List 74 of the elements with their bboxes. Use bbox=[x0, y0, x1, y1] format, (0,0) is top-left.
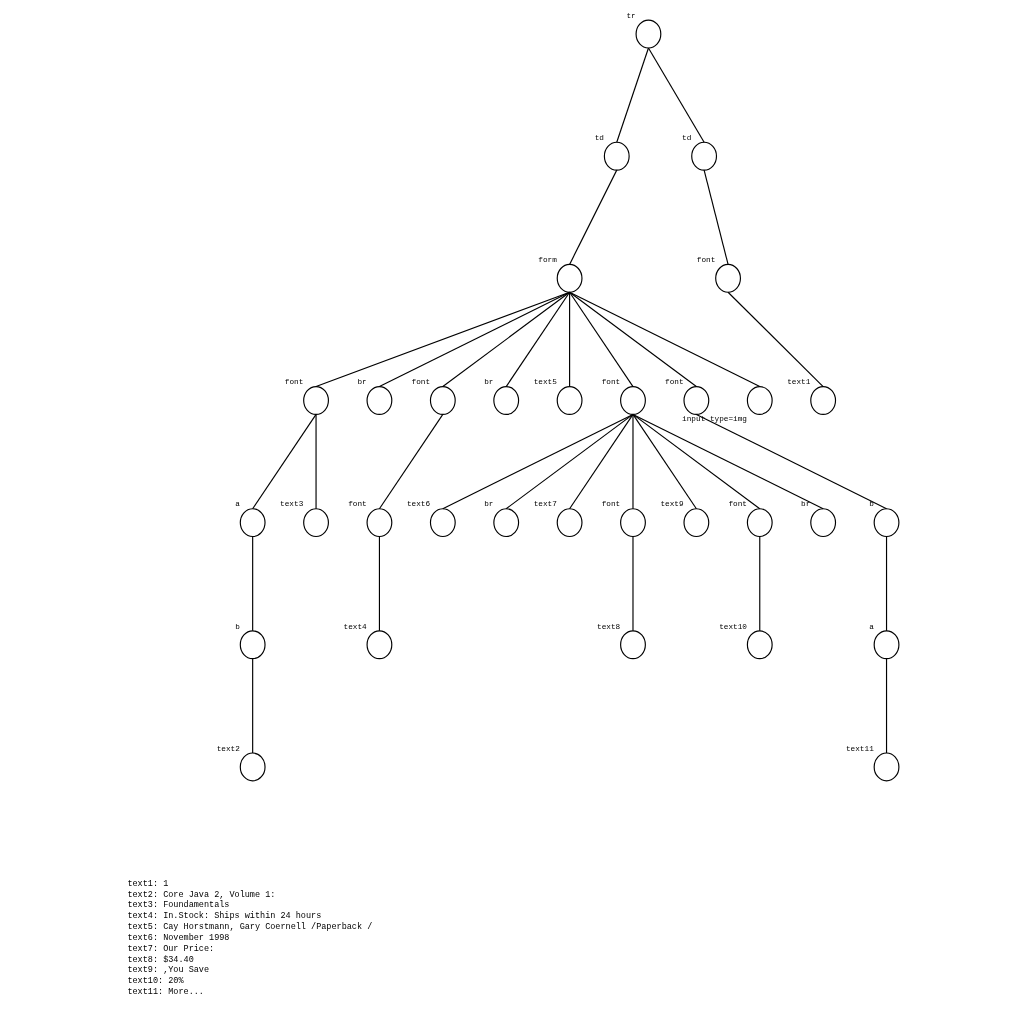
connector bbox=[568, 169, 617, 265]
node-circle bbox=[682, 386, 709, 415]
label: text11: More... bbox=[126, 987, 204, 998]
connector bbox=[631, 413, 634, 510]
node-circle bbox=[239, 630, 266, 660]
connector bbox=[631, 413, 760, 510]
node-circle bbox=[746, 386, 773, 415]
connector bbox=[758, 535, 760, 632]
node-circle bbox=[556, 386, 583, 415]
connector bbox=[695, 413, 887, 510]
label: text9: ,You Save bbox=[126, 965, 209, 976]
connector bbox=[568, 291, 697, 388]
connector bbox=[568, 413, 634, 510]
label: text5: Cay Horstmann, Gary Coernell /Paperback / bbox=[126, 922, 372, 933]
connector bbox=[378, 413, 443, 510]
node-circle bbox=[603, 141, 630, 171]
connector bbox=[727, 291, 824, 388]
node-circle bbox=[873, 752, 899, 782]
connector bbox=[615, 47, 649, 143]
node-circle bbox=[873, 508, 899, 538]
connector bbox=[314, 413, 317, 510]
node-circle bbox=[239, 752, 266, 782]
connector bbox=[568, 291, 760, 388]
node-circle bbox=[619, 386, 646, 415]
label: text4: In.Stock: Ships within 24 hours bbox=[126, 911, 321, 922]
node-circle bbox=[492, 508, 519, 538]
node-circle bbox=[429, 386, 456, 415]
node-circle bbox=[429, 508, 456, 538]
node-circle bbox=[690, 141, 717, 171]
node-circle bbox=[714, 263, 741, 293]
label: text8: $34.40 bbox=[126, 954, 194, 965]
node-circle bbox=[746, 508, 773, 538]
connector bbox=[647, 47, 705, 143]
connector bbox=[631, 535, 634, 632]
node-circle bbox=[366, 630, 392, 660]
node-circle bbox=[239, 508, 266, 538]
connector bbox=[378, 535, 380, 632]
connector bbox=[251, 658, 253, 754]
node-circle bbox=[556, 508, 583, 538]
node-circle bbox=[302, 386, 329, 415]
connector bbox=[314, 291, 570, 388]
connector bbox=[441, 291, 570, 388]
node-circle bbox=[302, 508, 329, 538]
connector bbox=[505, 291, 570, 388]
connector bbox=[251, 535, 253, 632]
node-circle bbox=[556, 263, 583, 293]
node-circle bbox=[619, 630, 646, 660]
connector bbox=[505, 413, 634, 510]
node-circle bbox=[492, 386, 519, 415]
connector bbox=[703, 169, 729, 265]
node-circle bbox=[809, 386, 836, 415]
connector bbox=[441, 413, 634, 510]
node-circle bbox=[635, 19, 661, 49]
label: text7: Our Price: bbox=[126, 943, 214, 954]
node-circle bbox=[746, 630, 773, 660]
connector bbox=[378, 291, 570, 388]
label: text2: Core Java 2, Volume 1: bbox=[126, 889, 275, 900]
label: text6: November 1998 bbox=[126, 932, 229, 943]
node-circle bbox=[366, 508, 392, 538]
connector bbox=[568, 291, 634, 388]
node-circle bbox=[809, 508, 836, 538]
connector bbox=[631, 413, 697, 510]
connector bbox=[631, 413, 824, 510]
label: text1: 1 bbox=[126, 878, 168, 889]
node-circle bbox=[873, 630, 899, 660]
node-circle bbox=[682, 508, 709, 538]
connector bbox=[251, 413, 317, 510]
label: text3: Foundamentals bbox=[126, 900, 229, 911]
label: text10: 20% bbox=[126, 976, 184, 987]
connector bbox=[885, 658, 887, 754]
node-circle bbox=[366, 386, 392, 415]
node-circle bbox=[619, 508, 646, 538]
connector bbox=[568, 291, 570, 388]
connector bbox=[885, 535, 887, 632]
